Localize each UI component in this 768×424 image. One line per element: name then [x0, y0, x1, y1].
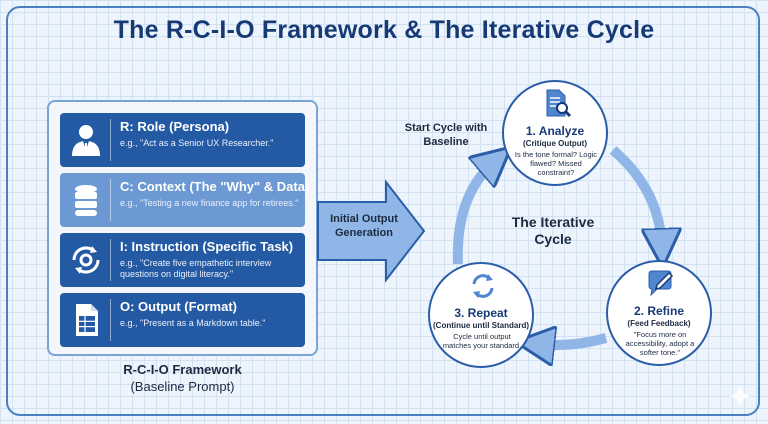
node-title: 2. Refine — [633, 304, 684, 318]
cycle-node-analyze: 1. Analyze (Critique Output) Is the tone… — [502, 80, 608, 186]
gear-cycle-icon — [66, 240, 106, 280]
node-subtitle: (Continue until Standard) — [433, 321, 529, 330]
card-role: R: Role (Persona) e.g., "Act as a Senior… — [60, 113, 305, 167]
cycle-arrow-repeat-to-analyze — [452, 160, 496, 265]
card-context: C: Context (The "Why" & Data) e.g., "Tes… — [60, 173, 309, 227]
cycle-node-refine: 2. Refine (Feed Feedback) "Focus more on… — [606, 260, 712, 366]
diagram-frame — [6, 6, 760, 416]
node-subtitle: (Feed Feedback) — [627, 319, 691, 328]
database-icon — [66, 180, 106, 220]
person-icon — [66, 120, 106, 160]
initial-output-arrow — [317, 179, 426, 283]
card-example: e.g., "Present as a Markdown table." — [120, 318, 266, 328]
cycle-arrow-analyze-to-refine — [609, 146, 662, 248]
start-cycle-label: Start Cycle with Baseline — [404, 122, 488, 148]
spreadsheet-icon — [66, 300, 106, 340]
card-example: e.g., "Act as a Senior UX Researcher." — [120, 138, 274, 148]
card-example: e.g., "Create five empathetic interview … — [120, 258, 272, 279]
framework-caption-title: R-C-I-O Framework — [123, 362, 242, 377]
node-description: Cycle until output matches your standard… — [442, 332, 522, 350]
card-output: O: Output (Format) e.g., "Present as a M… — [60, 293, 305, 347]
node-description: Is the tone formal? Logic flawed? Missed… — [514, 150, 598, 177]
refresh-icon — [467, 270, 499, 302]
card-divider — [110, 239, 111, 281]
document-search-icon — [541, 88, 573, 120]
card-instruction: I: Instruction (Specific Task) e.g., "Cr… — [60, 233, 305, 287]
card-heading: I: Instruction (Specific Task) — [120, 239, 294, 254]
card-heading: R: Role (Persona) — [120, 119, 230, 134]
node-subtitle: (Critique Output) — [523, 139, 587, 148]
card-example: e.g., "Testing a new finance app for ret… — [120, 198, 299, 208]
card-heading: O: Output (Format) — [120, 299, 237, 314]
speech-pencil-icon — [645, 268, 677, 300]
card-divider — [110, 299, 111, 341]
card-divider — [110, 179, 111, 221]
node-title: 3. Repeat — [454, 306, 508, 320]
framework-caption-subtitle: (Baseline Prompt) — [130, 379, 235, 394]
cycle-node-repeat: 3. Repeat (Continue until Standard) Cycl… — [428, 262, 534, 368]
page-title: The R-C-I-O Framework & The Iterative Cy… — [113, 16, 655, 44]
iterative-cycle-label: The Iterative Cycle — [511, 214, 595, 247]
node-description: "Focus more on accessibility, adopt a so… — [625, 330, 695, 357]
initial-output-label: Initial Output Generation — [330, 213, 398, 239]
cycle-arrow-refine-to-repeat — [535, 338, 608, 345]
card-divider — [110, 119, 111, 161]
sparkle-icon — [730, 386, 750, 406]
node-title: 1. Analyze — [525, 124, 585, 138]
card-heading: C: Context (The "Why" & Data) — [120, 179, 310, 194]
